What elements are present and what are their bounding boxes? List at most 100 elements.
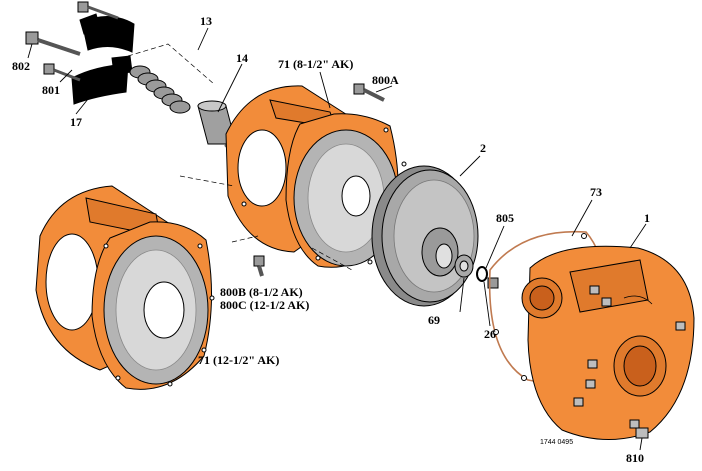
leader-69 (459, 277, 465, 313)
leader-2 (459, 155, 481, 177)
washer-26-ring (476, 266, 488, 282)
label-69: 69 (428, 313, 440, 327)
label-14: 14 (236, 51, 248, 65)
leader-lines (27, 27, 647, 451)
gasket-hole (521, 375, 527, 381)
bolt-top-head (77, 1, 89, 13)
label-800b: 800B (8-1/2 AK) (220, 285, 303, 299)
impeller-nut-hole (459, 260, 469, 272)
label-73: 73 (590, 185, 602, 199)
label-71-8-5: 71 (8-1/2" AK) (278, 57, 353, 71)
casing-tag-wire (623, 295, 653, 305)
bracket-71-large (35, 185, 215, 390)
bracket-large-bore (143, 281, 185, 339)
sleeve-end (197, 100, 227, 112)
leader-14 (217, 63, 243, 113)
leader-805 (485, 225, 505, 269)
leader-71-top (319, 71, 331, 109)
bracket-small-opening (237, 129, 287, 207)
callout-labels: 13 14 71 (8-1/2" AK) 800A 802 801 17 2 8… (12, 14, 650, 465)
label-810: 810 (626, 451, 644, 465)
gasket-hole (493, 329, 499, 335)
casing-nut (601, 297, 612, 307)
label-2: 2 (480, 141, 486, 155)
casing-nut (629, 419, 640, 429)
impeller-nut (454, 254, 474, 278)
impeller (371, 165, 479, 307)
dash-guide (179, 175, 235, 187)
leader-1 (629, 223, 647, 249)
bolt-802-head (25, 31, 39, 45)
bolt-800b-head (253, 255, 265, 267)
leader-810 (639, 437, 643, 451)
impeller-eye (435, 243, 453, 269)
seal-gland-halves (71, 13, 135, 105)
label-800c: 800C (12-1/2 AK) (220, 298, 309, 312)
leader-17 (75, 93, 93, 115)
bolt-800a-head (353, 83, 365, 95)
spring-coil (169, 100, 191, 114)
bolt-hole (197, 243, 203, 249)
label-805: 805 (496, 211, 514, 225)
washer-26 (476, 266, 488, 282)
bolt-hole (209, 295, 215, 301)
bolt-hole (167, 381, 173, 387)
discharge-port-inner (623, 345, 657, 387)
bolt-800a-shank (363, 88, 385, 102)
bolt-802 (25, 31, 81, 56)
leader-26 (483, 281, 491, 327)
bolt-hole (401, 161, 407, 167)
bolt-hole (115, 375, 121, 381)
casing-volute-top (569, 259, 649, 313)
bolt-805-head (487, 277, 499, 289)
bolt-top (77, 1, 119, 20)
casing-nut (675, 321, 686, 331)
bolt-801 (43, 63, 81, 82)
casing-nut (585, 379, 596, 389)
label-71-12-5: 71 (12-1/2" AK) (198, 353, 279, 367)
bolt-top-shank (87, 5, 119, 20)
label-13: 13 (200, 14, 212, 28)
leader-802 (27, 43, 33, 59)
bolt-800b (253, 255, 265, 277)
bolt-805 (487, 277, 499, 289)
label-26: 26 (484, 327, 496, 341)
drawing-number: 1744 0495 (540, 439, 573, 446)
bolt-800a (353, 83, 385, 102)
bolt-hole (367, 259, 373, 265)
leader-13 (197, 27, 209, 51)
gland-lower-ear (111, 55, 133, 75)
casing-nut (573, 397, 584, 407)
leader-73 (571, 199, 593, 237)
drain-plug-810 (635, 427, 649, 439)
leader-801 (59, 69, 73, 83)
pump-casing (521, 245, 695, 440)
gasket-hole (581, 233, 587, 239)
bolt-800b-shank (257, 265, 264, 277)
label-802: 802 (12, 59, 30, 73)
casing-nut (589, 285, 600, 295)
leader-800a (375, 85, 393, 93)
label-800a: 800A (372, 73, 399, 87)
bolt-hole (201, 347, 207, 353)
bolt-hole (315, 255, 321, 261)
bolt-hole (241, 201, 247, 207)
label-801: 801 (42, 83, 60, 97)
bolt-hole (103, 243, 109, 249)
bolt-hole (383, 127, 389, 133)
bolt-801-head (43, 63, 55, 75)
dash-guide (231, 235, 259, 243)
bracket-large-opening (45, 233, 99, 331)
spring-bracket-line (127, 43, 215, 85)
bracket-small-bore (341, 175, 371, 217)
casing-nut (587, 359, 598, 369)
seal-spring (127, 43, 215, 114)
drain-plug-body (635, 427, 649, 439)
label-17: 17 (70, 115, 82, 129)
suction-port-inner (529, 285, 555, 311)
bolt-802-shank (37, 38, 81, 56)
gland-upper-ear (79, 13, 101, 35)
label-1: 1 (644, 211, 650, 225)
